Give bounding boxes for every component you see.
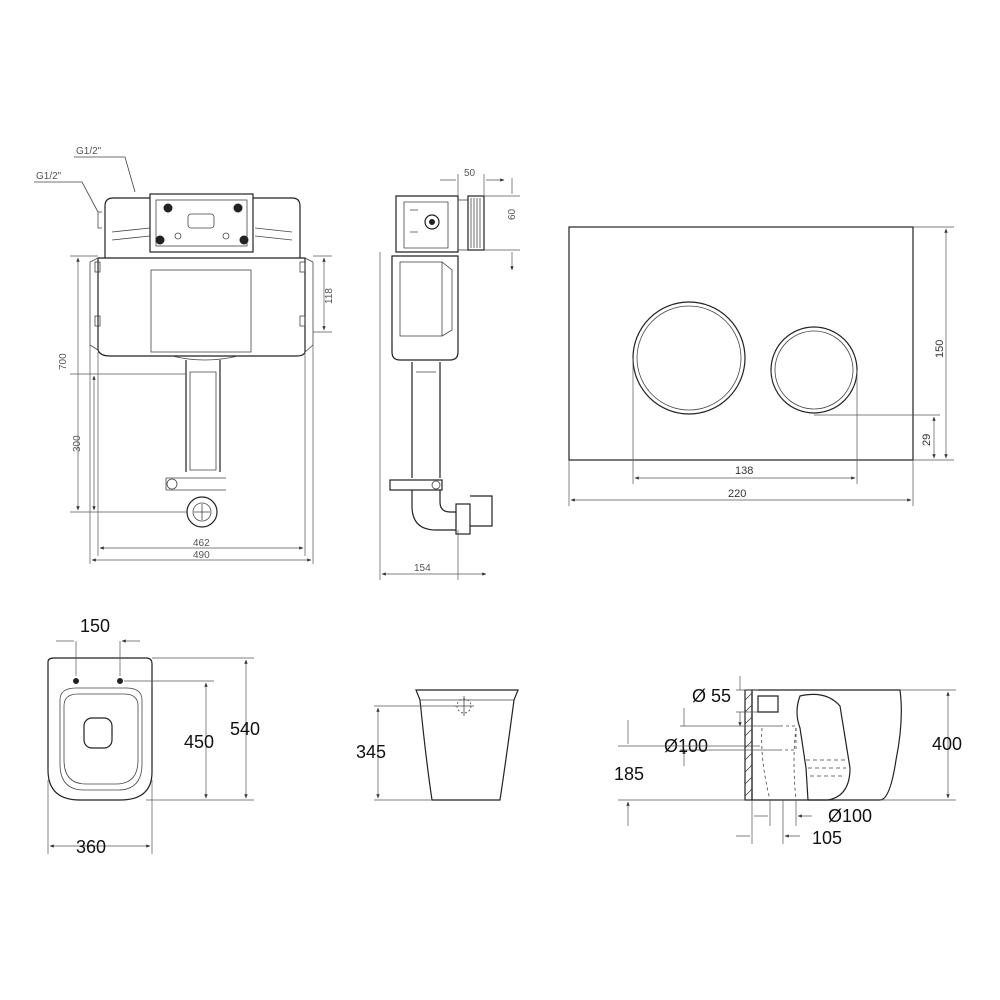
tank-body xyxy=(97,257,306,357)
side-inlet-pipe xyxy=(467,195,485,251)
dim-cistern-height-700: 700 xyxy=(58,353,69,370)
dim-plate-height-150: 150 xyxy=(934,340,946,358)
dim-plate-width-220: 220 xyxy=(728,488,746,500)
flush-plate xyxy=(568,226,914,461)
toilet-trap xyxy=(796,693,851,801)
dim-buttons-span-138: 138 xyxy=(735,465,753,477)
dim-side-pipe-height-60: 60 xyxy=(507,208,518,220)
side-head xyxy=(395,195,459,253)
dim-bolt-spacing-150: 150 xyxy=(80,616,110,636)
toilet-back-view: 345 xyxy=(356,689,519,801)
control-box xyxy=(149,193,254,253)
cistern-side-view: 50 60 154 xyxy=(379,168,520,580)
dim-toilet-length-450: 450 xyxy=(184,732,214,752)
frame-slot-lines xyxy=(111,227,293,233)
dim-side-depth-50: 50 xyxy=(464,168,476,179)
toilet-back-outline xyxy=(415,689,519,801)
dim-toilet-width-360: 360 xyxy=(76,837,106,857)
dim-side-inlet-dia-55: Ø 55 xyxy=(692,686,731,706)
toilet-side-view: Ø 55 Ø100 185 400 Ø100 105 xyxy=(614,676,962,848)
side-flush-pipe xyxy=(411,362,441,478)
inlet-side-label: G1/2" xyxy=(36,171,62,182)
dim-button-offset-29: 29 xyxy=(921,434,933,446)
toilet-top-view: 150 450 540 360 xyxy=(47,616,260,857)
dim-side-outlet-height-185: 185 xyxy=(614,764,644,784)
dim-toilet-length-540: 540 xyxy=(230,719,260,739)
toilet-drain xyxy=(83,717,113,749)
flush-button-large xyxy=(632,301,746,415)
toilet-side-outline xyxy=(751,689,902,801)
dim-back-inlet-345: 345 xyxy=(356,742,386,762)
flush-pipe xyxy=(185,360,221,472)
dim-cistern-width-462: 462 xyxy=(193,538,210,549)
dim-side-floor-outlet-100: Ø100 xyxy=(828,806,872,826)
flush-button-small xyxy=(770,326,858,414)
side-elbow xyxy=(411,490,456,531)
cistern-front-view: G1/2" G1/2" 700 300 462 490 118 xyxy=(34,146,335,564)
dim-cistern-lower-300: 300 xyxy=(72,435,83,452)
dim-side-wall-distance-105: 105 xyxy=(812,828,842,848)
side-inlet xyxy=(757,695,779,713)
dim-frame-slot-118: 118 xyxy=(324,288,335,304)
tank-window xyxy=(150,269,252,353)
flush-plate-view: 150 29 138 220 xyxy=(568,226,954,506)
toilet-top-outline xyxy=(47,657,153,801)
dim-side-depth-154: 154 xyxy=(414,563,431,574)
dim-cistern-width-490: 490 xyxy=(193,550,210,561)
dim-side-height-400: 400 xyxy=(932,734,962,754)
side-tank xyxy=(391,255,459,361)
inlet-top-label: G1/2" xyxy=(76,146,102,157)
